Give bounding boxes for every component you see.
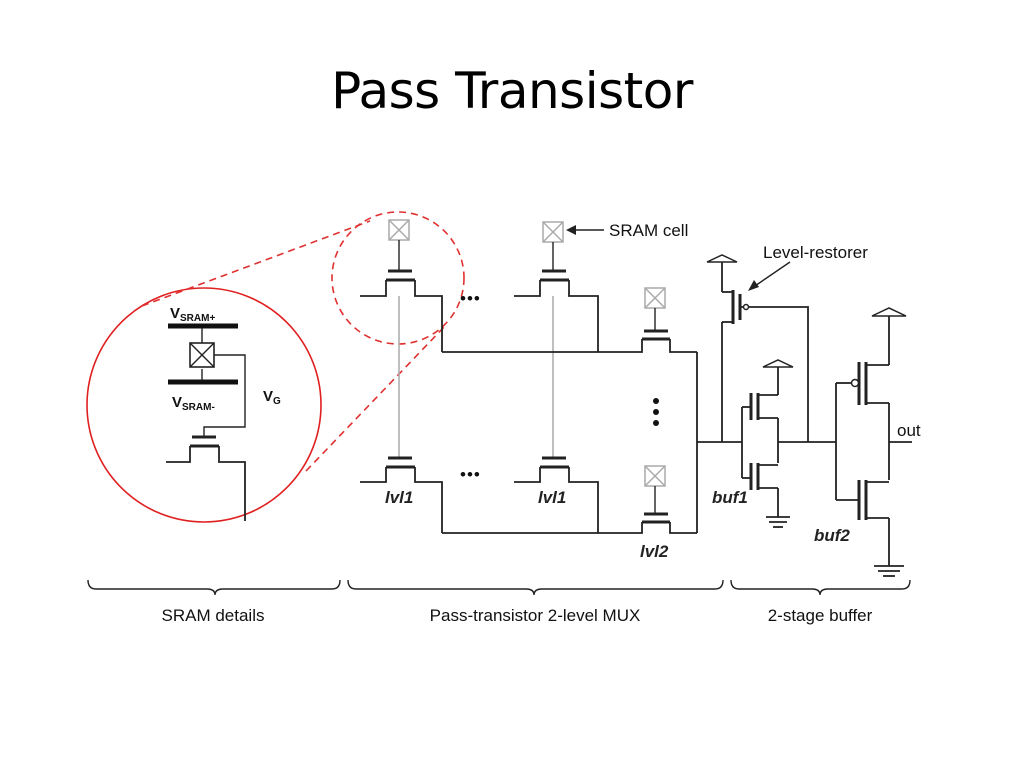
zoom-line-bottom (305, 324, 447, 472)
sram-detail-circle (86, 287, 322, 523)
vsram-plus-label: VSRAM+ (170, 305, 215, 324)
section-label-buffer: 2-stage buffer (768, 606, 873, 625)
vg-label: VG (263, 388, 281, 407)
sram-cell-detail-icon (189, 342, 215, 368)
vg-wire (203, 354, 246, 437)
mux-top-row: ••• SRAM cell (360, 219, 697, 458)
sram-cell-icon (388, 219, 410, 241)
vsram-minus-label: VSRAM- (172, 394, 215, 413)
level-restorer-label: Level-restorer (763, 243, 868, 262)
ellipsis-bottom: ••• (460, 465, 481, 484)
section-label-mux: Pass-transistor 2-level MUX (430, 606, 641, 625)
sram-detail-magnifier: VSRAM+ VSRAM- VG (86, 211, 465, 523)
sram-cell-icon (644, 287, 666, 309)
lvl1-label: lvl1 (385, 488, 413, 507)
sram-zoom-circle (331, 211, 465, 345)
mux-bottom-row: ••• lvl1 lvl1 lvl2 (360, 456, 697, 561)
out-label: out (897, 421, 921, 440)
slide-title: Pass Transistor (331, 62, 693, 120)
section-braces (87, 579, 911, 596)
lvl2-label: lvl2 (640, 542, 669, 561)
lvl1-label: lvl1 (538, 488, 566, 507)
zoom-line-top (141, 220, 371, 307)
buf1-inverter: buf1 (712, 359, 836, 528)
ellipsis-top: ••• (460, 289, 481, 308)
sram-cell-label: SRAM cell (609, 221, 688, 240)
sram-cell-icon (542, 221, 564, 243)
sram-cell-icon (644, 465, 666, 487)
section-label-sram-details: SRAM details (162, 606, 265, 625)
buf2-label: buf2 (814, 526, 850, 545)
buf1-label: buf1 (712, 488, 748, 507)
vertical-ellipsis (653, 398, 659, 426)
level-restorer: Level-restorer (706, 243, 868, 442)
buf2-inverter: out buf2 (814, 307, 921, 577)
